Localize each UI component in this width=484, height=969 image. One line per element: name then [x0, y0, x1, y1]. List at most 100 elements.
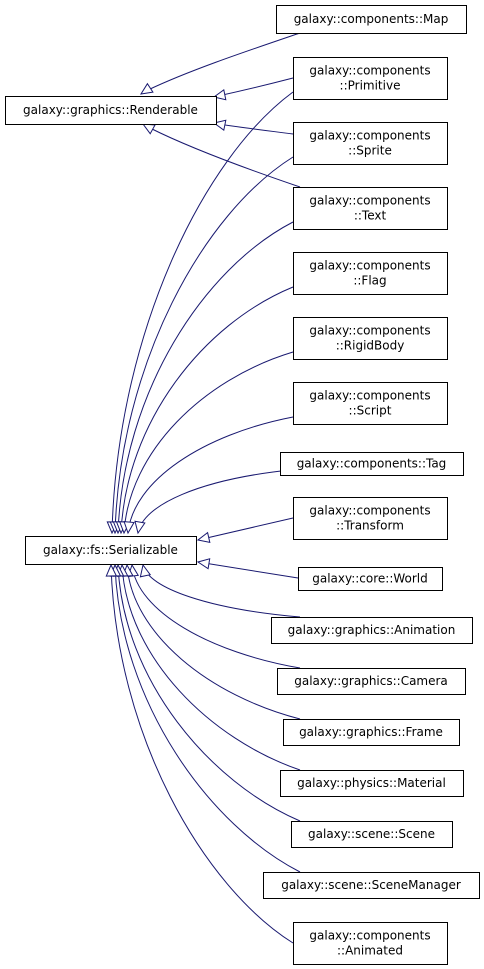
class-label: galaxy::components [309, 259, 430, 273]
class-box [293, 922, 448, 965]
class-label: galaxy::components [309, 129, 430, 143]
edge-rigidbody-serializable [118, 351, 294, 535]
class-box [25, 536, 197, 565]
class-box [280, 452, 464, 476]
edge-line [142, 564, 301, 618]
class-label: galaxy::components [309, 194, 430, 208]
edge-line [114, 156, 294, 534]
class-node-renderable[interactable]: galaxy::graphics::Renderable [5, 96, 217, 125]
class-label: galaxy::components [309, 929, 430, 943]
edge-line [114, 564, 301, 873]
class-node-world[interactable]: galaxy::core::World [298, 567, 443, 591]
edge-line [120, 286, 294, 534]
class-node-tag[interactable]: galaxy::components::Tag [280, 452, 464, 476]
edge-line [197, 517, 294, 541]
edge-line [149, 127, 301, 188]
class-label: ::Sprite [348, 144, 392, 158]
class-label: ::RigidBody [336, 339, 405, 353]
edge-scene-serializable [112, 563, 301, 822]
class-label: galaxy::core::World [312, 572, 428, 586]
class-box [280, 770, 464, 797]
class-node-map[interactable]: galaxy::components::Map [276, 5, 467, 34]
edge-line [217, 77, 294, 97]
class-label: galaxy::graphics::Animation [288, 623, 456, 637]
arrowhead [196, 558, 211, 570]
class-box [293, 57, 448, 100]
inheritance-edges [105, 32, 301, 944]
edge-animation-serializable [139, 563, 301, 618]
class-node-text[interactable]: galaxy::components::Text [293, 187, 448, 230]
class-node-animation[interactable]: galaxy::graphics::Animation [271, 617, 473, 644]
edge-text-renderable [141, 123, 301, 188]
class-label: galaxy::components [309, 64, 430, 78]
class-node-camera[interactable]: galaxy::graphics::Camera [277, 668, 466, 695]
edge-map-renderable [139, 32, 301, 95]
class-node-serializable[interactable]: galaxy::fs::Serializable [25, 536, 197, 565]
edge-scenemanager-serializable [109, 563, 301, 873]
class-label: ::Animated [337, 944, 403, 958]
class-node-scene[interactable]: galaxy::scene::Scene [291, 821, 453, 848]
class-box [298, 567, 443, 591]
class-box [293, 252, 448, 295]
class-label: galaxy::graphics::Renderable [23, 103, 198, 117]
edge-line [117, 564, 301, 822]
class-box [293, 382, 448, 425]
class-box [293, 497, 448, 540]
class-node-animated[interactable]: galaxy::components::Animated [293, 922, 448, 965]
edge-animated-serializable [105, 563, 294, 944]
class-box [283, 719, 460, 746]
class-label: galaxy::physics::Material [297, 776, 446, 790]
edge-tag-serializable [134, 469, 291, 535]
class-box [5, 96, 217, 125]
class-label: galaxy::components::Tag [297, 457, 447, 471]
class-node-material[interactable]: galaxy::physics::Material [280, 770, 464, 797]
class-label: galaxy::components [309, 504, 430, 518]
edge-world-serializable [196, 558, 299, 579]
edge-line [126, 564, 301, 720]
class-label: galaxy::scene::Scene [308, 827, 435, 841]
arrowhead [141, 123, 156, 135]
class-box [293, 122, 448, 165]
class-box [293, 187, 448, 230]
class-nodes: galaxy::graphics::Renderablegalaxy::fs::… [5, 5, 480, 965]
edge-line [127, 416, 294, 534]
class-box [291, 821, 453, 848]
arrowhead [105, 563, 118, 577]
edge-line [123, 351, 294, 534]
edge-sprite-renderable [212, 119, 294, 135]
edge-transform-serializable [196, 517, 294, 544]
edge-line [131, 564, 301, 669]
class-node-primitive[interactable]: galaxy::components::Primitive [293, 57, 448, 100]
arrowhead [134, 520, 146, 535]
edge-line [117, 221, 294, 534]
class-node-script[interactable]: galaxy::components::Script [293, 382, 448, 425]
class-label: ::Flag [353, 274, 386, 288]
class-node-sprite[interactable]: galaxy::components::Sprite [293, 122, 448, 165]
class-box [276, 5, 467, 34]
edge-sprite-serializable [109, 156, 294, 535]
edge-primitive-renderable [212, 77, 294, 101]
class-node-flag[interactable]: galaxy::components::Flag [293, 252, 448, 295]
class-box [277, 668, 466, 695]
class-node-frame[interactable]: galaxy::graphics::Frame [283, 719, 460, 746]
edge-line [110, 564, 294, 944]
class-box [293, 317, 448, 360]
edge-line [197, 561, 299, 579]
arrowhead [196, 531, 211, 544]
class-label: ::Transform [336, 519, 404, 533]
class-label: galaxy::components::Map [294, 12, 449, 26]
arrowhead [139, 563, 152, 578]
class-node-scenemanager[interactable]: galaxy::scene::SceneManager [263, 872, 480, 899]
class-node-rigidbody[interactable]: galaxy::components::RigidBody [293, 317, 448, 360]
edge-line [121, 564, 301, 771]
edge-script-serializable [123, 416, 294, 535]
edge-line [217, 123, 294, 135]
class-label: galaxy::components [309, 324, 430, 338]
arrowhead [139, 82, 154, 95]
class-label: galaxy::fs::Serializable [43, 543, 178, 557]
class-label: galaxy::graphics::Camera [294, 674, 448, 688]
class-box [263, 872, 480, 899]
class-node-transform[interactable]: galaxy::components::Transform [293, 497, 448, 540]
class-box [271, 617, 473, 644]
